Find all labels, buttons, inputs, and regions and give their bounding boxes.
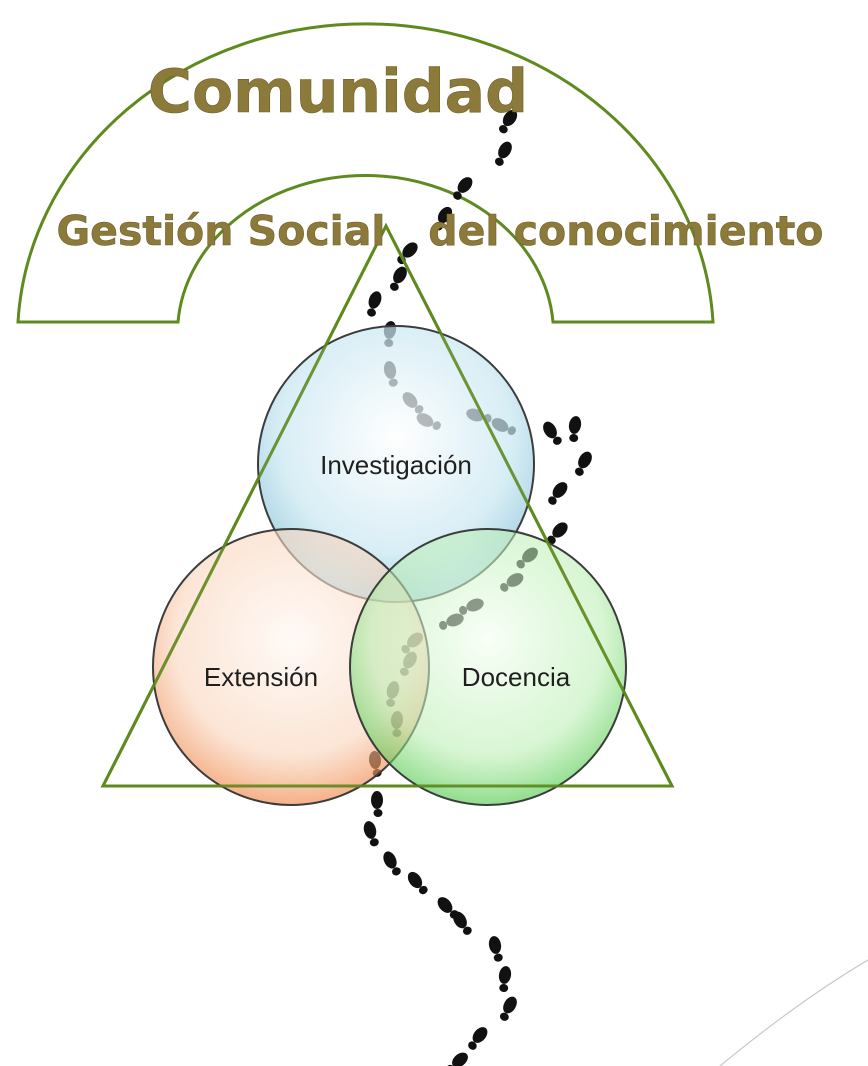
circle-docencia — [349, 528, 627, 806]
label-docencia: Docencia — [462, 662, 571, 692]
triangle-outline-overlay — [100, 222, 675, 788]
footprint — [571, 449, 595, 478]
label-investigacion: Investigación — [320, 450, 472, 480]
footprint — [496, 994, 520, 1023]
footprint — [404, 869, 430, 898]
title-comunidad: Comunidad — [148, 57, 528, 127]
footprint — [544, 479, 571, 507]
decorative-curve — [719, 959, 868, 1066]
footprint — [540, 419, 564, 448]
footprint — [496, 965, 513, 993]
footprint — [371, 791, 383, 817]
footprint — [363, 289, 384, 319]
footprint — [380, 849, 403, 878]
label-extension: Extensión — [204, 662, 318, 692]
footprint — [487, 935, 504, 963]
footprint — [566, 415, 583, 443]
subtitle-gestion-social: Gestión Social del conocimiento — [57, 207, 824, 255]
community-arch — [16, 22, 715, 324]
footprint — [464, 1024, 491, 1052]
footprint — [443, 1049, 471, 1066]
footprint — [361, 819, 381, 848]
